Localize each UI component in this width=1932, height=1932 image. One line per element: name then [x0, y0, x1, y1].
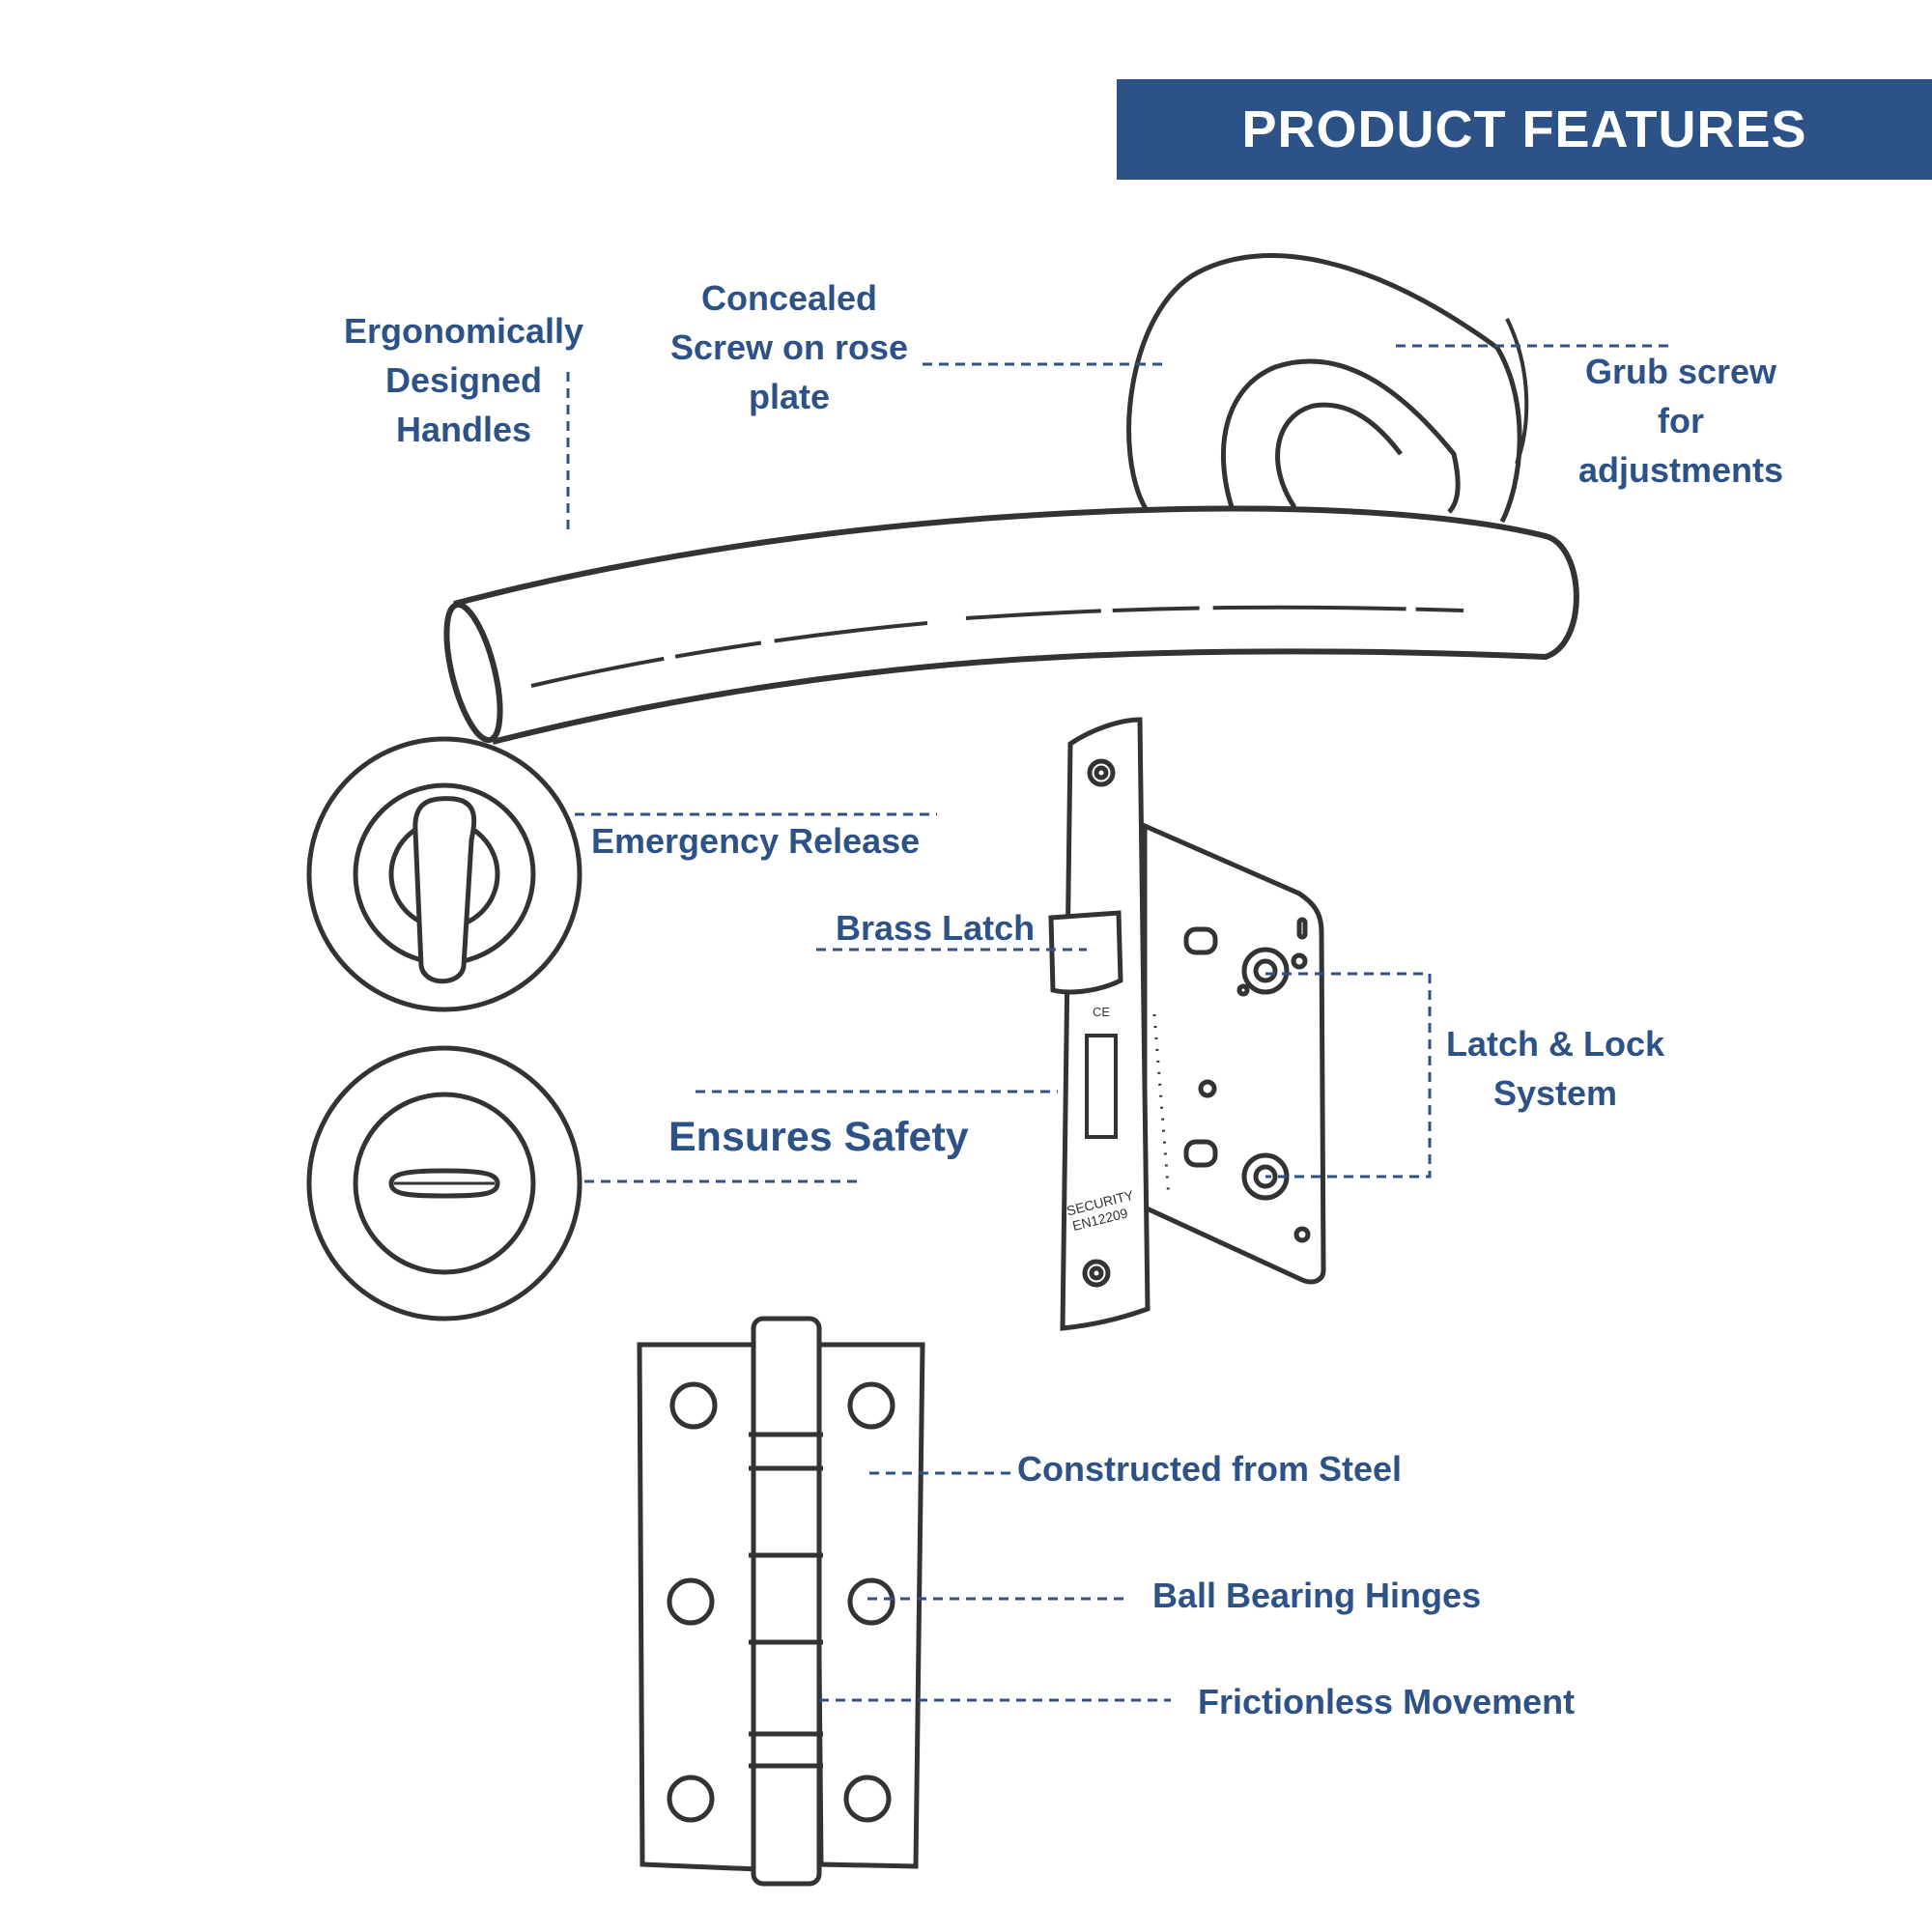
lever-handle-icon: [443, 505, 1579, 745]
callout-ergonomic-handles: Ergonomically Designed Handles: [343, 311, 584, 449]
callout-latch-lock-system: Latch & Lock System: [1445, 1024, 1665, 1113]
callout-ball-bearing-hinges: Ball Bearing Hinges: [1152, 1576, 1482, 1615]
leader-lines: [566, 344, 1671, 1702]
ce-mark: CE: [1093, 1005, 1110, 1019]
callout-concealed-screw: Concealed Screw on rose plate: [669, 278, 909, 416]
callout-brass-latch: Brass Latch: [836, 908, 1036, 948]
callout-grub-screw: Grub screw for adjustments: [1577, 352, 1784, 490]
callout-ensures-safety: Ensures Safety: [668, 1114, 969, 1160]
callout-constructed-from-steel: Constructed from Steel: [1017, 1449, 1403, 1489]
callout-emergency-release: Emergency Release: [591, 821, 921, 861]
callout-frictionless-movement: Frictionless Movement: [1198, 1682, 1576, 1721]
handle-rose-icon: [1126, 253, 1529, 524]
thumbturn-icon: [306, 1045, 582, 1321]
hinge-icon: [637, 1316, 925, 1887]
emergency-release-icon: [306, 736, 582, 1012]
product-features-banner: PRODUCT FEATURES: [1117, 79, 1932, 180]
banner-title: PRODUCT FEATURES: [1241, 100, 1807, 158]
mortice-lock-icon: [1048, 717, 1326, 1331]
